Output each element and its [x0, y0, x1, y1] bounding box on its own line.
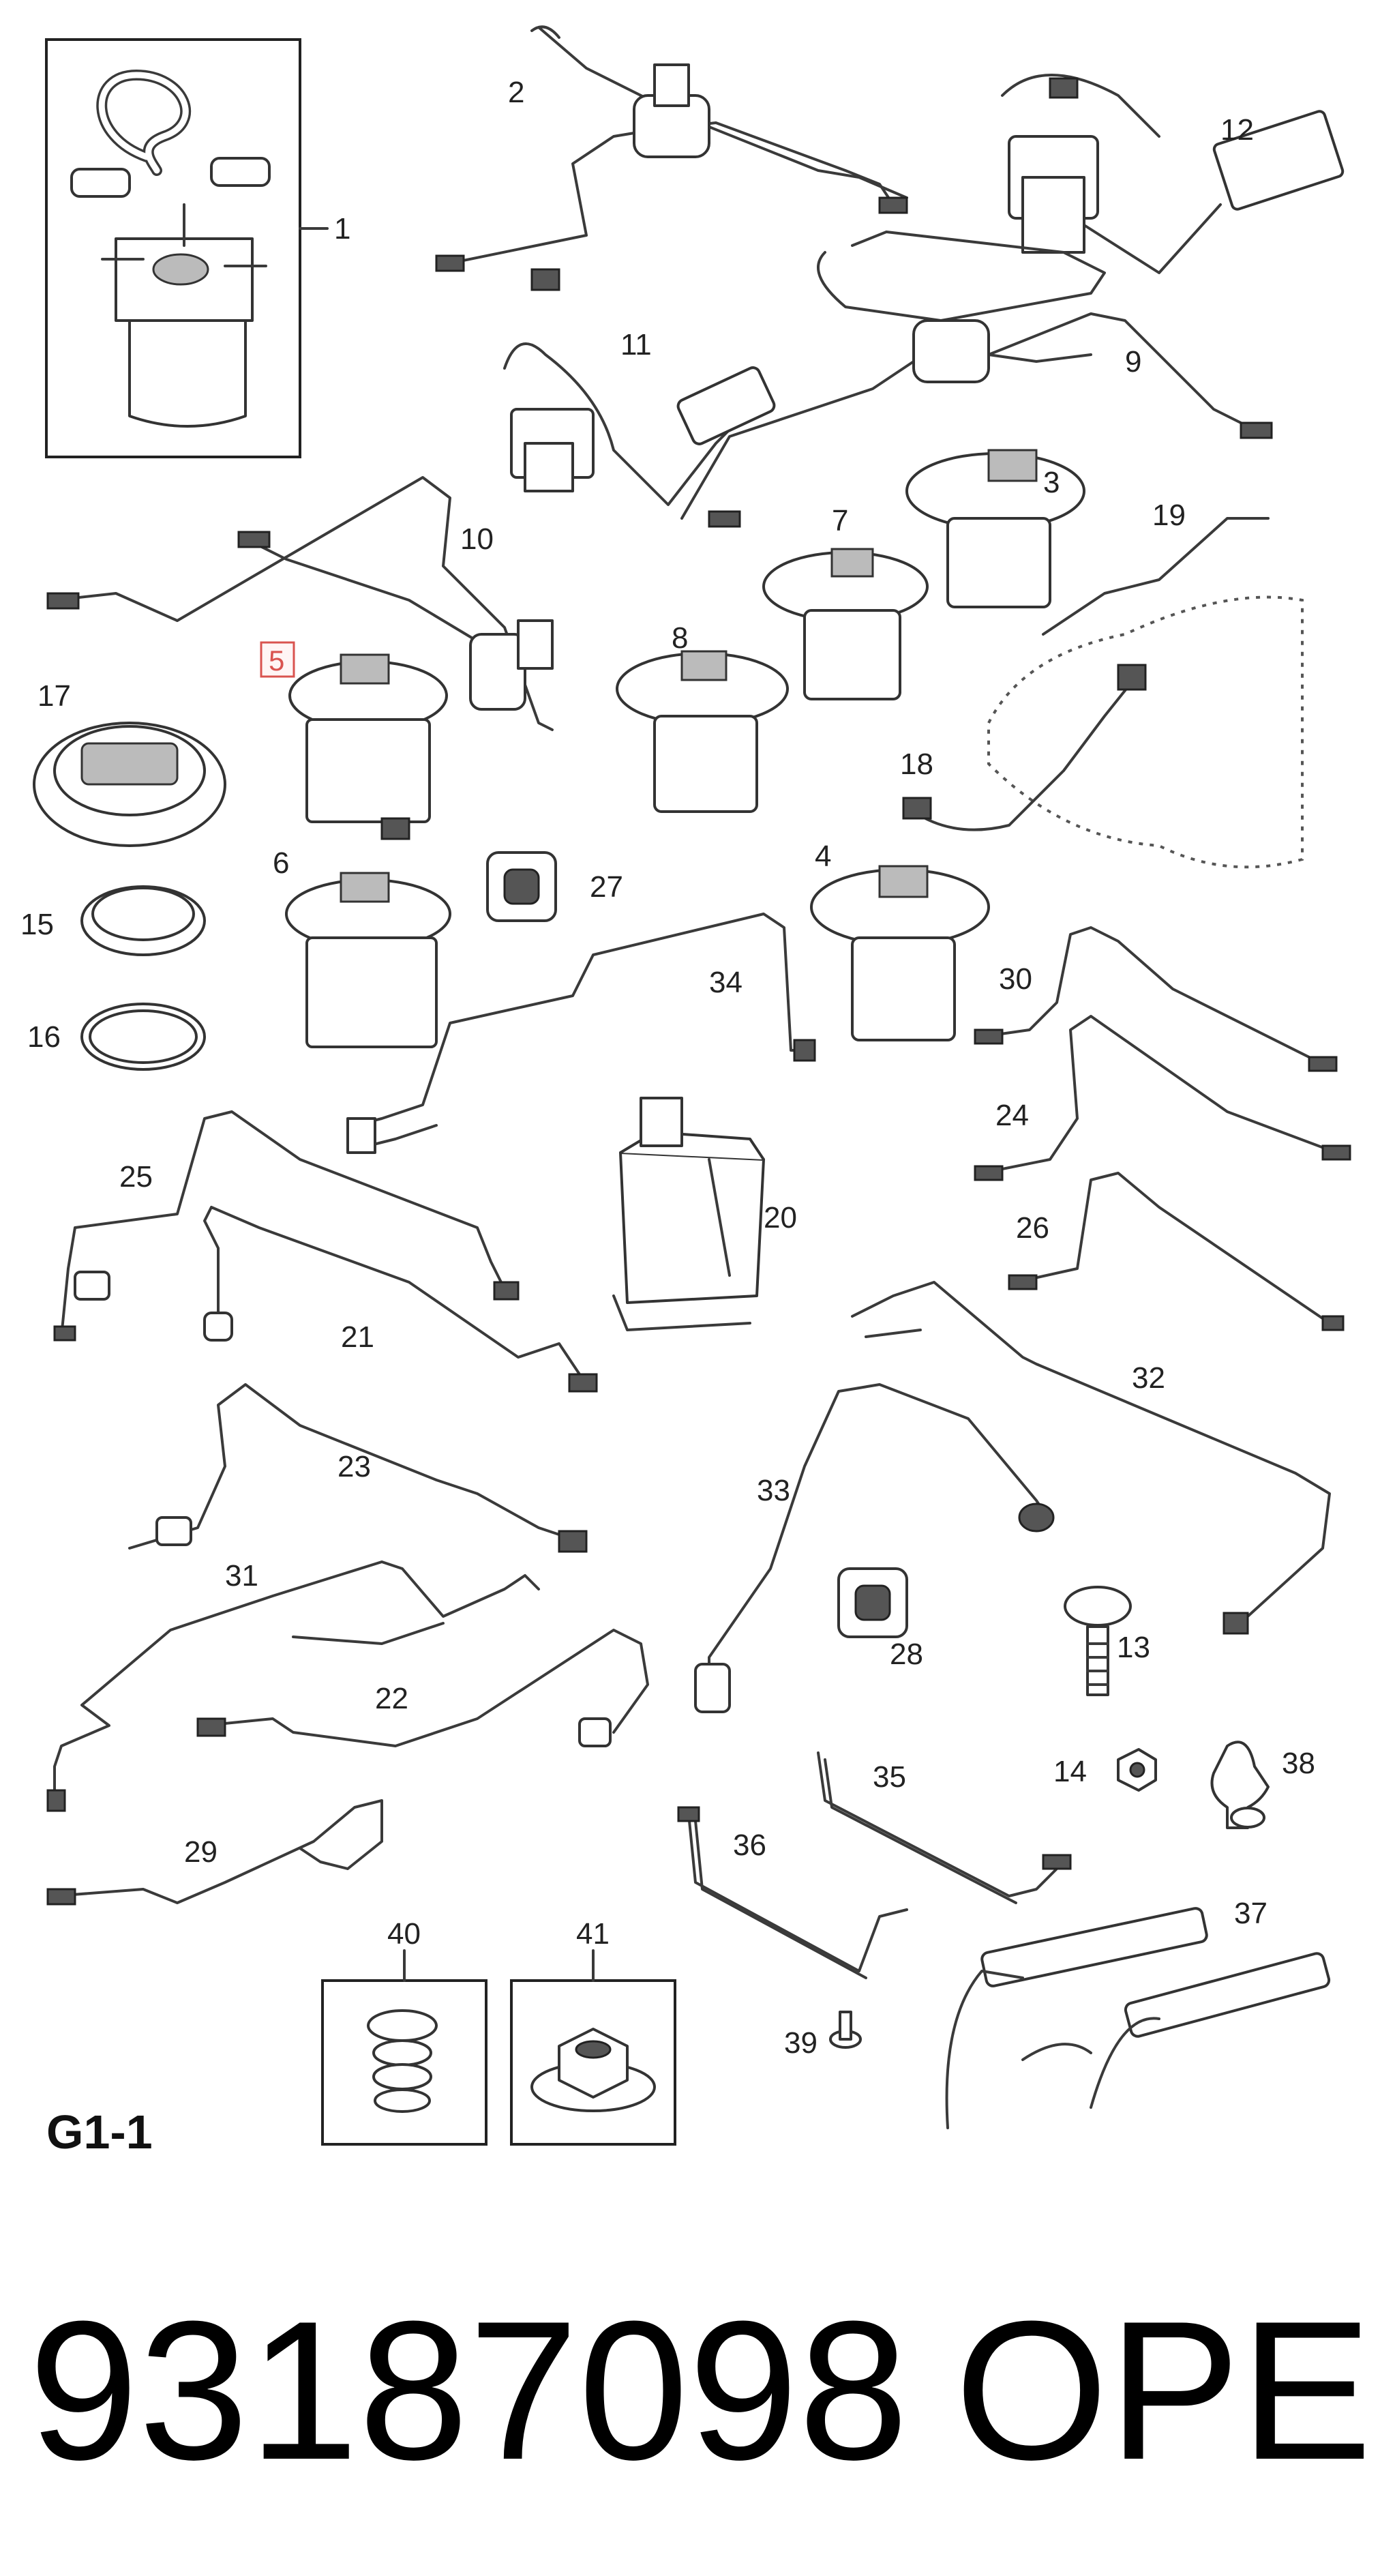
part-16-o-ring[interactable]	[80, 1003, 206, 1071]
callout-10: 10	[460, 522, 494, 556]
part-35-tank-strap[interactable]	[817, 1751, 1072, 1904]
callout-17: 17	[38, 679, 71, 713]
part-23-fuel-line[interactable]	[128, 1383, 588, 1553]
part-26-fuel-line[interactable]	[1008, 1172, 1345, 1331]
callout-32: 32	[1132, 1361, 1165, 1395]
callout-1: 1	[334, 212, 350, 246]
part-3-fuel-pump-module[interactable]	[905, 449, 1085, 608]
callout-6: 6	[273, 846, 289, 880]
part-2-fuel-line[interactable]	[435, 25, 908, 272]
highlight-box-5	[260, 641, 295, 678]
part-9-fuel-line[interactable]	[680, 231, 1273, 528]
callout-14: 14	[1053, 1755, 1087, 1788]
part-19-tank-wiring[interactable]	[987, 517, 1304, 869]
callout-34: 34	[709, 966, 742, 999]
callout-27: 27	[590, 870, 623, 904]
callout-21: 21	[341, 1320, 374, 1354]
callout-19: 19	[1152, 499, 1186, 532]
callout-8: 8	[672, 621, 688, 655]
part-29-fuel-line[interactable]	[46, 1799, 383, 1906]
callout-18: 18	[900, 747, 933, 781]
part-33-fuel-line[interactable]	[694, 1383, 1055, 1713]
callout-39: 39	[784, 2026, 817, 2060]
part-8-fuel-pump-module[interactable]	[616, 650, 789, 813]
callout-35: 35	[873, 1760, 906, 1794]
callout-7: 7	[832, 504, 848, 537]
part-14-nut[interactable]	[1117, 1748, 1157, 1792]
callout-3: 3	[1043, 466, 1060, 499]
part-4-fuel-pump-module[interactable]	[810, 865, 990, 1041]
callout-40: 40	[387, 1917, 421, 1951]
brand-name: OPEL	[955, 2280, 1380, 2501]
part-12-sender-unit[interactable]	[1001, 74, 1345, 274]
part-28-clip[interactable]	[837, 1567, 908, 1638]
callout-2: 2	[508, 76, 524, 109]
part-27-clip[interactable]	[486, 851, 557, 922]
callout-12: 12	[1220, 113, 1254, 147]
part-34-fuel-line[interactable]	[346, 913, 816, 1154]
part-25-fuel-line[interactable]	[53, 1110, 520, 1342]
part-30-fuel-line[interactable]	[974, 926, 1338, 1072]
callout-25: 25	[119, 1160, 153, 1194]
callout-13: 13	[1117, 1631, 1150, 1664]
part-32-fuel-line[interactable]	[851, 1281, 1331, 1635]
part-21-fuel-line[interactable]	[203, 1206, 598, 1393]
callout-9: 9	[1125, 345, 1141, 379]
callout-26: 26	[1016, 1211, 1049, 1245]
callout-15: 15	[20, 908, 54, 941]
part-15-seal-ring[interactable]	[80, 885, 206, 956]
part-22-fuel-line[interactable]	[196, 1629, 649, 1747]
part-1-fuel-pump-kit[interactable]	[45, 38, 329, 458]
callout-11: 11	[620, 328, 652, 361]
part-11-wiring-harness[interactable]	[503, 268, 777, 506]
part-40-grommet[interactable]	[321, 1949, 487, 2146]
part-10-fuel-line[interactable]	[46, 476, 554, 731]
callout-41: 41	[576, 1917, 610, 1951]
callout-16: 16	[27, 1020, 61, 1054]
part-39-screw[interactable]	[829, 2011, 862, 2049]
group-label: G1-1	[46, 2105, 153, 2159]
part-18-sensor-harness[interactable]	[902, 664, 1147, 831]
part-7-fuel-pump-module[interactable]	[762, 548, 929, 700]
part-37-fuel-rail[interactable]	[945, 1907, 1331, 2129]
part-24-fuel-line[interactable]	[974, 1015, 1351, 1181]
callout-24: 24	[995, 1099, 1029, 1132]
part-13-bolt[interactable]	[1064, 1586, 1132, 1696]
callout-29: 29	[184, 1835, 217, 1869]
callout-37: 37	[1234, 1897, 1268, 1930]
part-6-fuel-pump-module[interactable]	[285, 872, 451, 1048]
part-17-lock-ring-cover[interactable]	[33, 722, 226, 847]
part-38-clip[interactable]	[1210, 1741, 1270, 1829]
callout-5[interactable]: 5	[269, 645, 284, 677]
part-41-flange-nut[interactable]	[510, 1949, 676, 2146]
part-20-charcoal-canister[interactable]	[612, 1097, 765, 1331]
callout-28: 28	[890, 1638, 923, 1671]
callout-4: 4	[815, 840, 831, 873]
callout-23: 23	[338, 1450, 371, 1483]
part-36-tank-strap[interactable]	[677, 1806, 908, 1979]
callout-36: 36	[733, 1829, 766, 1862]
part-number: 93187098	[29, 2280, 908, 2501]
callout-20: 20	[764, 1201, 797, 1234]
callout-31: 31	[225, 1559, 258, 1593]
callout-22: 22	[375, 1682, 408, 1715]
part-5-fuel-pump-module[interactable]	[288, 653, 448, 840]
callout-30: 30	[999, 962, 1032, 996]
callout-33: 33	[757, 1474, 790, 1507]
callout-38: 38	[1282, 1747, 1315, 1780]
part-31-fuel-line[interactable]	[46, 1560, 540, 1812]
